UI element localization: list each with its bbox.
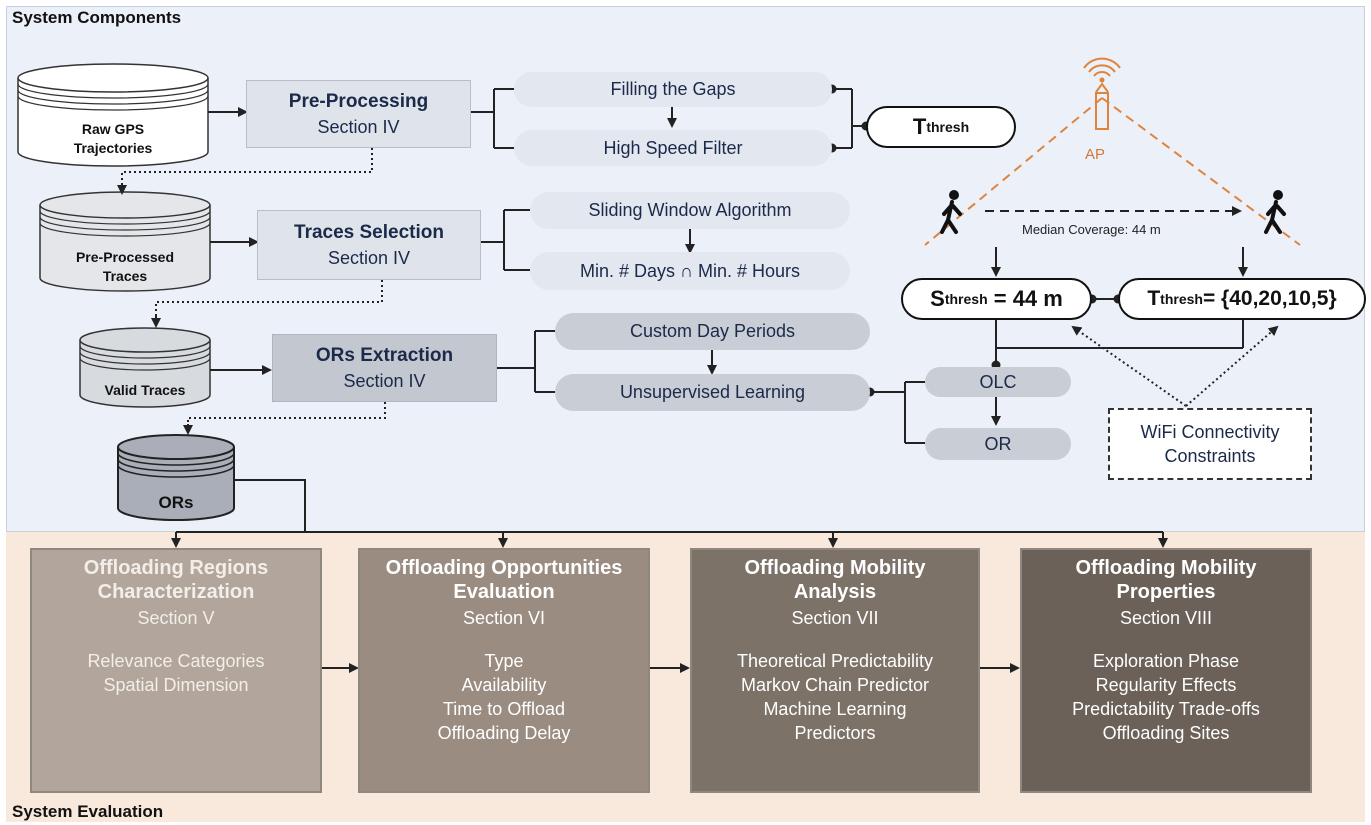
db-label-ors: ORs (158, 493, 194, 512)
eval-section: Section V (137, 608, 215, 628)
output-olc: OLC (925, 367, 1071, 397)
eval-section: Section VII (791, 608, 879, 628)
step-filling-the-gaps: Filling the Gaps (514, 72, 832, 107)
eval-item: Relevance Categories (87, 651, 265, 671)
eval-item: Exploration Phase (1092, 651, 1240, 671)
eval-item: Predictors (794, 723, 876, 743)
eval-section: Section VI (462, 608, 546, 628)
eval-item: Machine Learning (763, 699, 907, 719)
raw-gps-database-icon (17, 63, 209, 167)
eval-item: Regularity Effects (1095, 675, 1237, 695)
eval-item: Theoretical Predictability (736, 651, 934, 671)
access-point-icon (1083, 57, 1121, 130)
process-section: Section IV (317, 116, 400, 137)
eval-item: Markov Chain Predictor (740, 675, 930, 695)
eval-item: Offloading Delay (437, 723, 571, 743)
ors-extraction-box: ORs Extraction Section IV (272, 334, 497, 402)
step-sliding-window: Sliding Window Algorithm (530, 192, 850, 229)
eval-item: Time to Offload (442, 699, 566, 719)
walking-person-icon-2 (1264, 190, 1286, 234)
process-title: Pre-Processing (288, 90, 429, 112)
pre-processing-box: Pre-Processing Section IV (246, 80, 471, 148)
step-custom-day-periods: Custom Day Periods (555, 313, 870, 350)
eval-item: Availability (461, 675, 547, 695)
process-section: Section IV (343, 370, 426, 391)
eval-section: Section VIII (1119, 608, 1213, 628)
eval-item: Type (484, 651, 524, 671)
process-title: Traces Selection (294, 221, 444, 243)
ors-database-icon (117, 434, 235, 521)
system-evaluation-title: System Evaluation (12, 802, 164, 821)
eval-item: Spatial Dimension (103, 675, 249, 695)
step-min-days-hours: Min. # Days ∩ Min. # Hours (530, 252, 850, 290)
eval-item: Offloading Sites (1102, 723, 1230, 743)
db-label-valid-traces: Valid Traces (104, 382, 186, 398)
walking-person-icon (940, 190, 962, 234)
process-title: ORs Extraction (315, 344, 454, 366)
process-section: Section IV (327, 247, 411, 268)
median-coverage-label: Median Coverage: 44 m (1022, 222, 1161, 237)
valid-traces-database-icon (79, 327, 211, 408)
eval-item: Predictability Trade-offs (1072, 699, 1260, 719)
traces-selection-box: Traces Selection Section IV (257, 210, 481, 280)
output-or: OR (925, 428, 1071, 460)
ap-label: AP (1085, 146, 1106, 163)
system-components-title: System Components (12, 8, 182, 27)
step-high-speed-filter: High Speed Filter (514, 130, 832, 166)
step-unsupervised-learning: Unsupervised Learning (555, 374, 870, 411)
